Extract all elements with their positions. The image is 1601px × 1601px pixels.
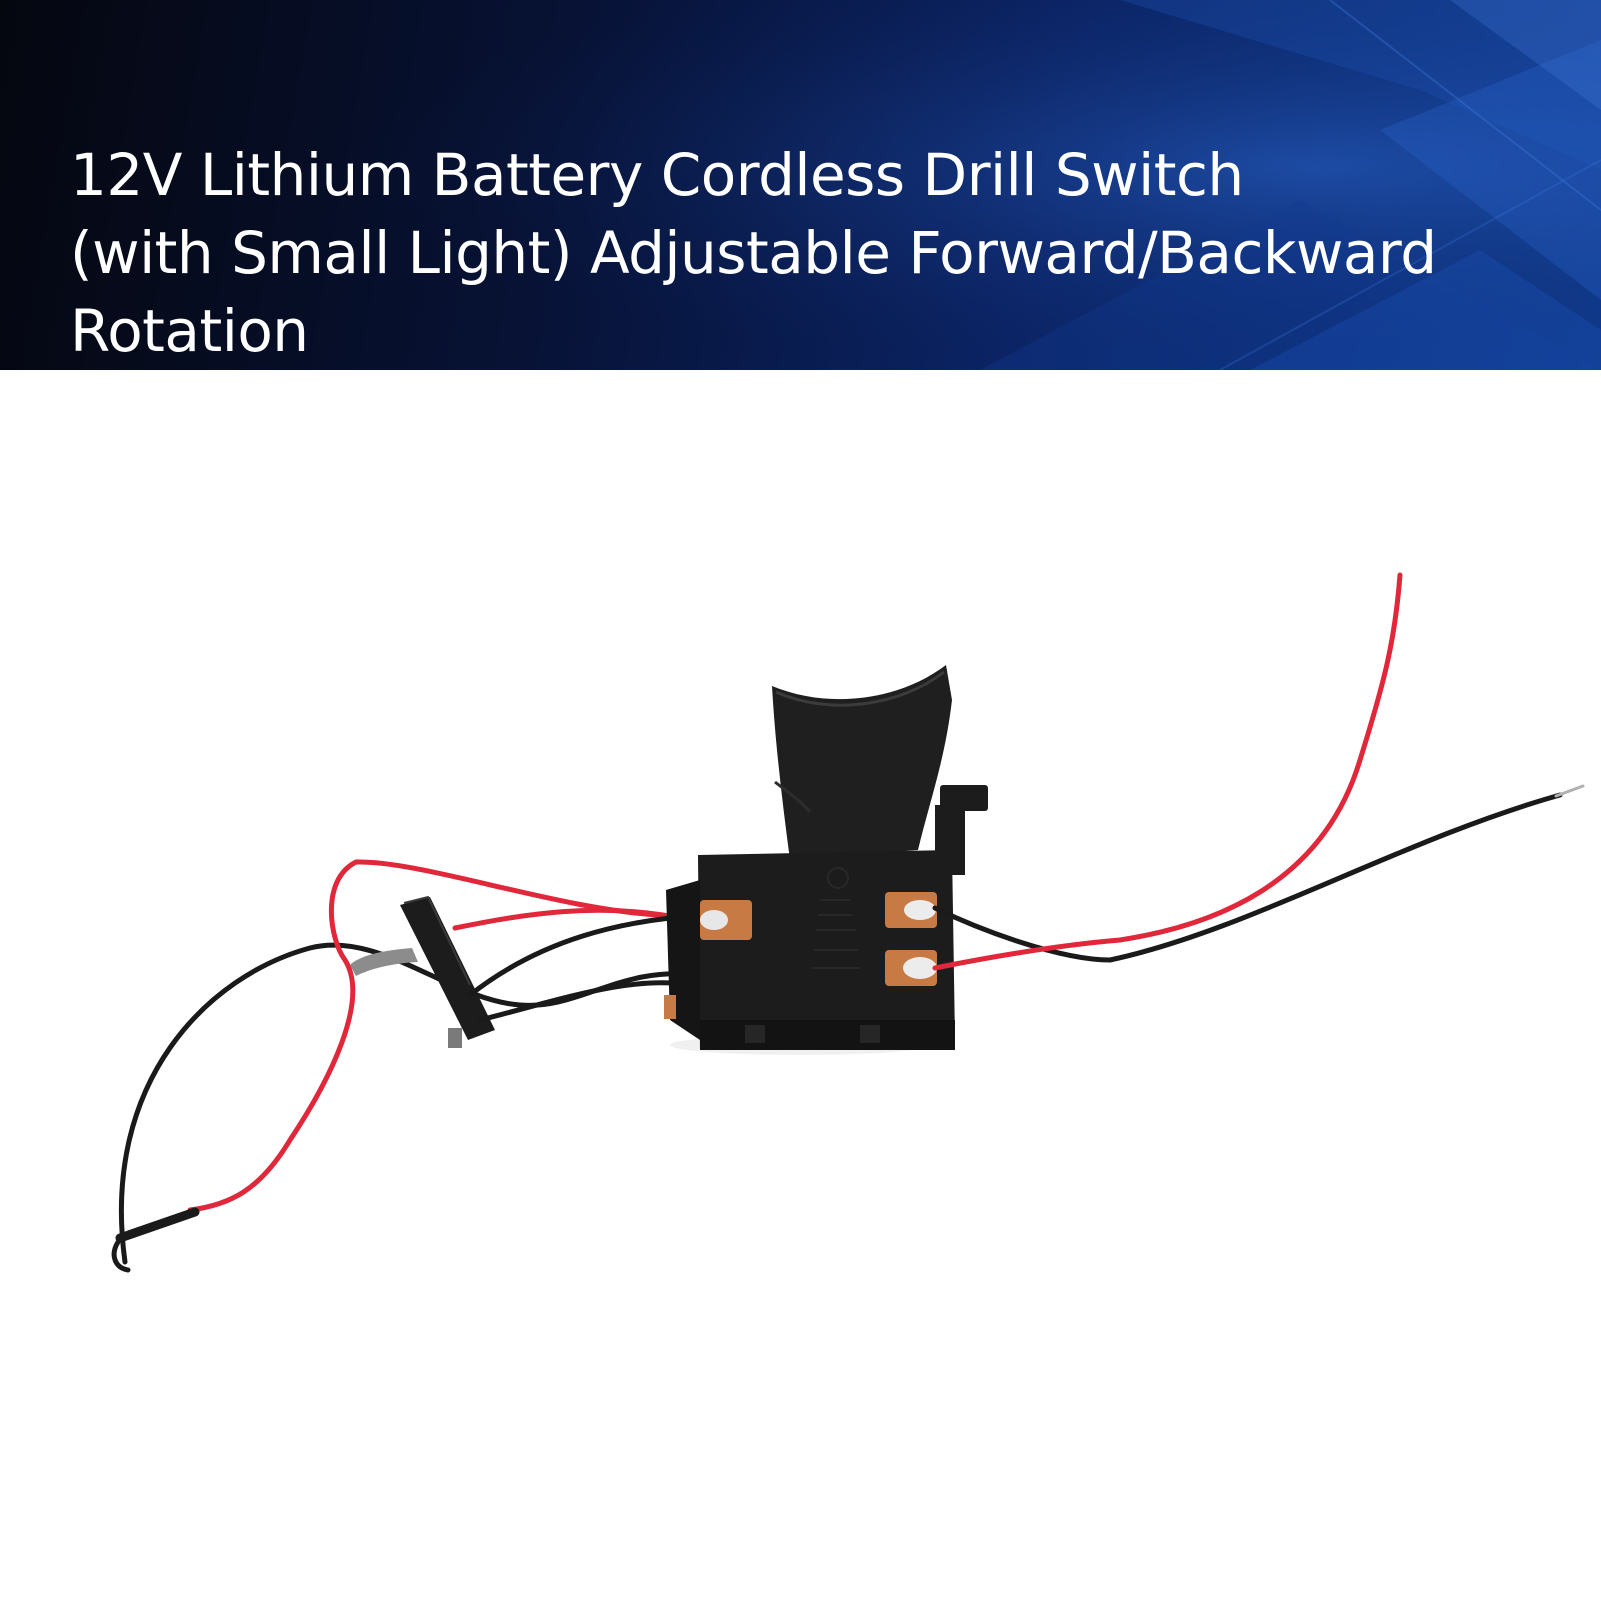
terminal-bottom-right [885, 950, 937, 986]
red-wire-led [452, 907, 693, 931]
product-photo-area [0, 370, 1601, 1601]
red-wire-left [187, 859, 663, 1213]
product-title-line-3: Rotation [70, 297, 309, 365]
product-title: 12V Lithium Battery Cordless Drill Switc… [70, 136, 1570, 370]
banner-background-graphic [0, 0, 1601, 370]
title-banner: 12V Lithium Battery Cordless Drill Switc… [0, 0, 1601, 370]
black-wire-right [932, 792, 1563, 963]
led-light-module [350, 895, 495, 1048]
terminal-top-right [885, 892, 937, 928]
wire-end-sleeve [115, 1207, 200, 1243]
black-wire-stripped-end [1554, 784, 1585, 798]
drill-trigger-switch-icon [111, 572, 1585, 1273]
terminal-left [700, 900, 752, 940]
trigger-button [772, 665, 988, 875]
red-wire-right [932, 572, 1403, 971]
product-title-line-1: 12V Lithium Battery Cordless Drill Switc… [70, 141, 1244, 209]
product-title-line-2: (with Small Light) Adjustable Forward/Ba… [70, 219, 1437, 287]
black-wire-left [118, 942, 703, 1265]
